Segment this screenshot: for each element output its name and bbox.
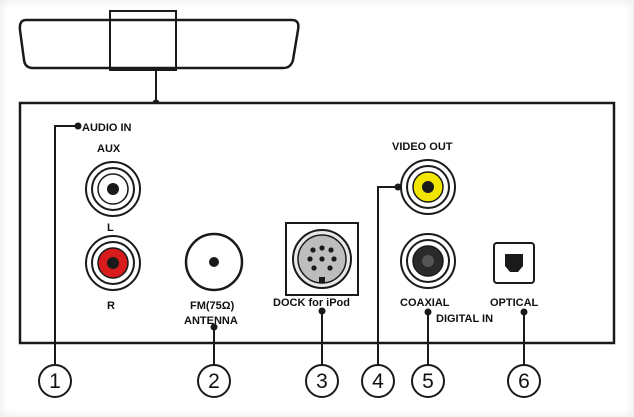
digital-in-label: DIGITAL IN [436,313,493,325]
callout-3: 3 [305,364,339,398]
callout-4-number: 4 [372,370,384,393]
dock-key-notch [319,277,325,283]
callout-5-number: 5 [422,370,434,393]
leader-4 [377,186,398,365]
audio-left-label: L [107,222,114,234]
callout-4: 4 [361,364,395,398]
dock-pin [327,265,333,271]
audio-right-label: R [107,300,115,312]
callout-6-number: 6 [518,370,530,393]
dock-pin [307,256,313,262]
dock-pin [310,247,316,253]
callout-1: 1 [38,364,72,398]
callout-1-number: 1 [49,370,61,393]
fm-label: FM(75Ω) [190,300,235,312]
callout-2: 2 [197,364,231,398]
antenna-label: ANTENNA [184,315,238,327]
audio-left-jack[interactable] [85,161,141,217]
coaxial-label: COAXIAL [400,297,450,309]
fm-antenna-jack[interactable] [184,232,244,292]
aux-label: AUX [97,143,121,155]
dock-ipod-port[interactable] [285,222,359,296]
optical-label: OPTICAL [490,297,539,309]
callout-6: 6 [507,364,541,398]
optical-port[interactable] [493,242,535,284]
coaxial-jack[interactable] [400,233,456,289]
leader-1 [54,125,78,365]
video-out-label: VIDEO OUT [392,141,453,153]
dock-pin [319,245,325,251]
callout-2-number: 2 [208,370,220,393]
callout-5: 5 [411,364,445,398]
audio-in-label: AUDIO IN [82,122,132,134]
callout-leader-lines [54,125,525,365]
dock-pin [328,247,334,253]
dock-pin [331,256,337,262]
dock-label: DOCK for iPod [273,297,350,309]
dock-pin [319,256,325,262]
audio-right-jack[interactable] [85,235,141,291]
video-out-jack[interactable] [400,159,456,215]
fm-antenna-wire [18,10,300,107]
leader-dots [74,122,528,331]
dock-pin [311,265,317,271]
callout-3-number: 3 [316,370,328,393]
